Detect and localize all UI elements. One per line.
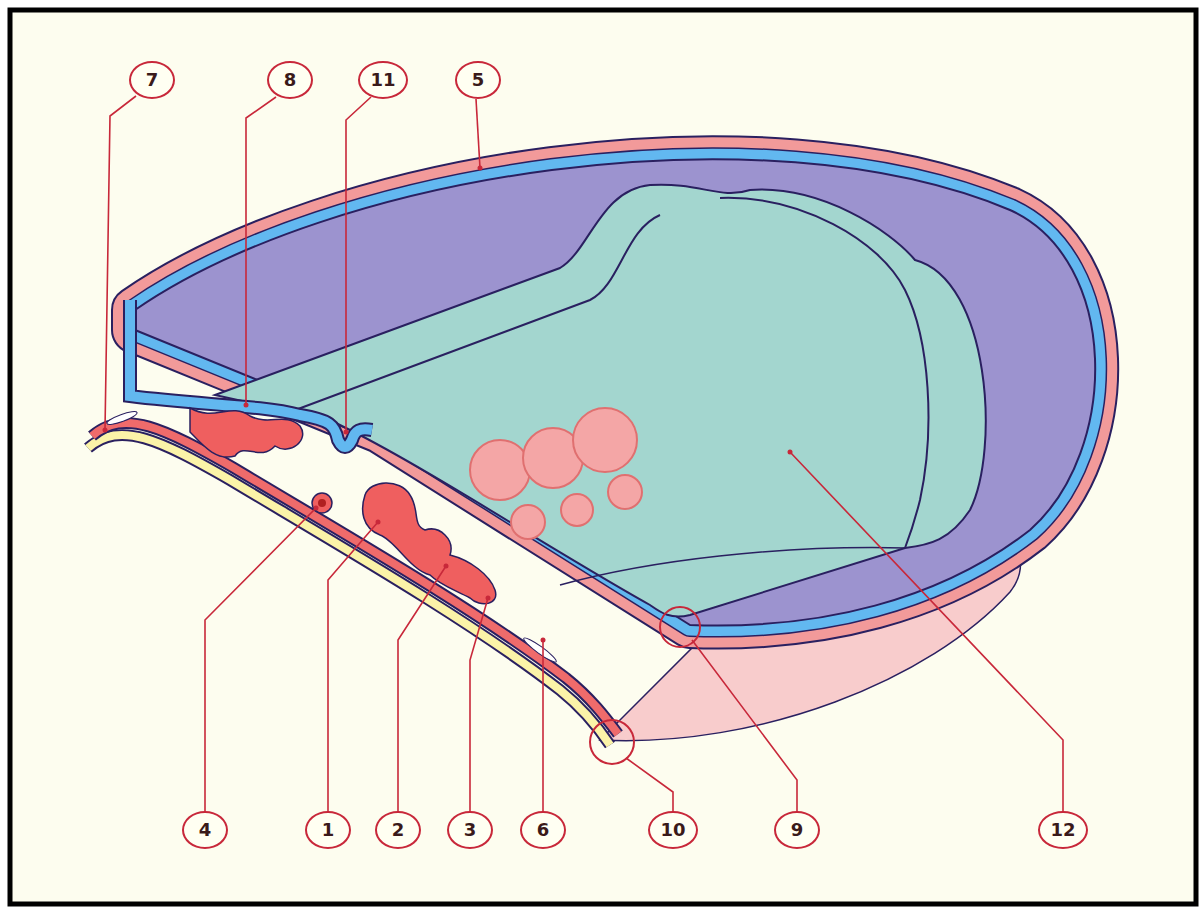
- callout-number: 4: [182, 811, 228, 849]
- leader-lines: [626, 758, 673, 811]
- leader-dot: [541, 638, 546, 643]
- embryonic-disc: [215, 185, 986, 617]
- amnion-dome: [135, 159, 1095, 625]
- leader-dot: [244, 403, 249, 408]
- leader-lines: [105, 96, 136, 430]
- front-layers: [88, 435, 610, 745]
- leader-lines: [105, 96, 1063, 811]
- cell-clusters: [470, 440, 530, 500]
- leader-lines: [328, 522, 378, 811]
- front-layers: [88, 435, 610, 745]
- amnion-dome: [135, 159, 1095, 625]
- callout-number: 5: [455, 61, 501, 99]
- leader-lines: [790, 452, 1063, 811]
- leader-dot: [344, 430, 349, 435]
- leader-dot: [103, 428, 108, 433]
- leader-lines: [542, 640, 544, 811]
- cell-clusters: [470, 408, 642, 539]
- front-layers: [88, 300, 618, 745]
- mesoderm-blobs: [190, 408, 496, 604]
- front-layers: [92, 423, 618, 734]
- callout-number: 8: [267, 61, 313, 99]
- cell-clusters: [608, 475, 642, 509]
- leader-dot: [444, 564, 449, 569]
- amnion-dome: [135, 159, 1095, 625]
- callout-number: 12: [1038, 811, 1088, 849]
- embryonic-disc: [215, 185, 986, 617]
- callout-number: 10: [648, 811, 698, 849]
- embryonic-disc: [560, 548, 905, 585]
- cell-clusters: [511, 505, 545, 539]
- highlight-circle: [590, 607, 700, 764]
- leader-lines: [476, 99, 480, 168]
- leader-dot: [478, 166, 483, 171]
- callout-number: 11: [358, 61, 408, 99]
- callout-number: 1: [305, 811, 351, 849]
- leader-dot: [314, 506, 319, 511]
- cell-clusters: [573, 408, 637, 472]
- callout-number: 3: [447, 811, 493, 849]
- callout-number: 2: [375, 811, 421, 849]
- callout-number: 9: [774, 811, 820, 849]
- callout-number: 6: [520, 811, 566, 849]
- amnion-dome: [135, 159, 1095, 625]
- cell-clusters: [561, 494, 593, 526]
- leader-dot: [103, 166, 793, 643]
- embryonic-disc: [720, 198, 928, 548]
- amnion-dome: [135, 159, 1095, 625]
- highlight-circle: [660, 607, 700, 647]
- mesoderm-blobs: [312, 493, 332, 513]
- mesoderm-blobs: [363, 483, 496, 604]
- leader-dot: [788, 450, 793, 455]
- highlight-circle: [590, 720, 634, 764]
- leader-lines: [205, 508, 316, 811]
- mesoderm-blobs: [190, 408, 303, 457]
- mesoderm-blobs: [318, 499, 326, 507]
- front-layers: [92, 423, 618, 734]
- callout-number: 7: [129, 61, 175, 99]
- leader-lines: [470, 598, 488, 811]
- frame: [10, 10, 1196, 904]
- leader-lines: [692, 640, 797, 811]
- amnion-dome: [135, 159, 1095, 625]
- leader-dot: [486, 596, 491, 601]
- front-layers: [106, 409, 138, 427]
- front-layers: [522, 635, 558, 664]
- leader-dot: [376, 520, 381, 525]
- leader-lines: [346, 97, 371, 432]
- leader-lines: [246, 97, 276, 405]
- leader-lines: [398, 566, 446, 811]
